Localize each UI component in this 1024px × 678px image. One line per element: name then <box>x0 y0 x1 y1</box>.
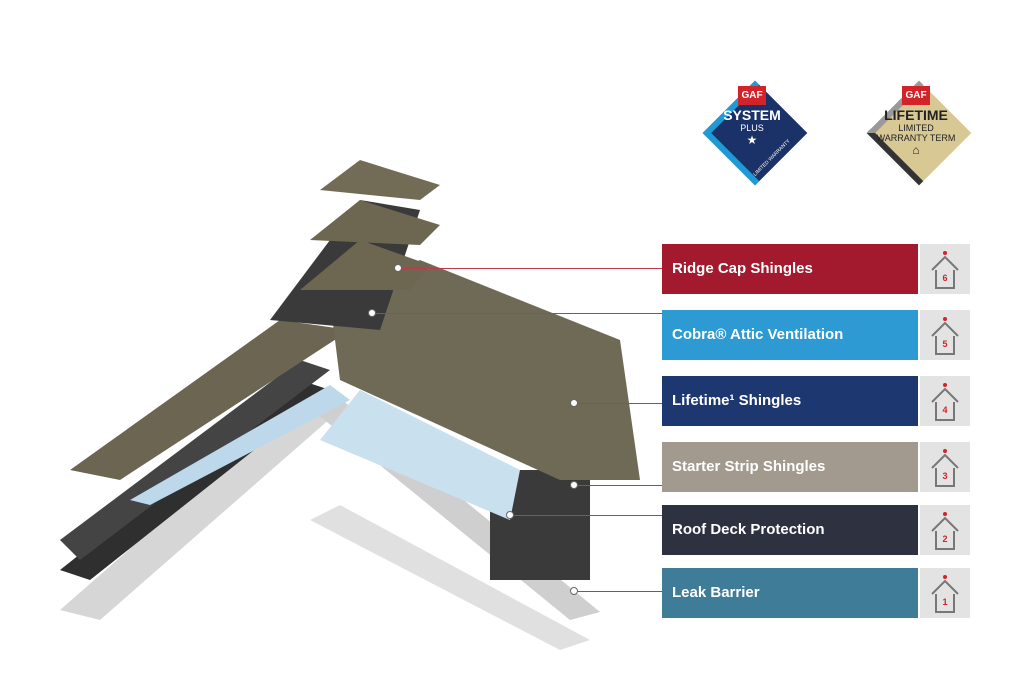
layer-label: Lifetime¹ Shingles <box>662 376 918 426</box>
marker-dot <box>570 481 578 489</box>
house-layer-icon: 3 <box>920 442 970 492</box>
star-icon: ★ <box>746 133 758 147</box>
leader-line-3 <box>574 485 662 486</box>
layer-row: Lifetime¹ Shingles 4 <box>662 376 970 426</box>
house-layer-icon: 5 <box>920 310 970 360</box>
layer-row: Starter Strip Shingles 3 <box>662 442 970 492</box>
layer-number: 2 <box>942 534 948 544</box>
marker-dot <box>506 511 514 519</box>
layer-row: Roof Deck Protection 2 <box>662 505 970 555</box>
marker-dot <box>368 309 376 317</box>
marker-dot <box>570 399 578 407</box>
house-layer-icon: 1 <box>920 568 970 618</box>
layer-label: Cobra® Attic Ventilation <box>662 310 918 360</box>
house-layer-icon: 2 <box>920 505 970 555</box>
layer-number: 3 <box>942 471 948 481</box>
leader-line-6 <box>398 268 662 269</box>
leader-line-2 <box>510 515 662 516</box>
lifetime-badge: GAF LIFETIME LIMITED WARRANTY TERM ⌂ <box>866 80 972 186</box>
marker-dot <box>570 587 578 595</box>
layer-label: Starter Strip Shingles <box>662 442 918 492</box>
house-icon: ⌂ <box>912 143 920 157</box>
layer-number: 4 <box>942 405 948 415</box>
leader-line-4 <box>574 403 662 404</box>
layer-row: Ridge Cap Shingles 6 <box>662 244 970 294</box>
layer-label: Roof Deck Protection <box>662 505 918 555</box>
leader-line-1 <box>574 591 662 592</box>
layer-row: Leak Barrier 1 <box>662 568 970 618</box>
layer-number: 5 <box>942 339 948 349</box>
layer-number: 6 <box>942 273 948 283</box>
leader-line-5 <box>372 313 662 314</box>
layer-label: Leak Barrier <box>662 568 918 618</box>
house-layer-icon: 4 <box>920 376 970 426</box>
gaf-logo: GAF <box>902 86 930 105</box>
marker-dot <box>394 264 402 272</box>
house-layer-icon: 6 <box>920 244 970 294</box>
roof-cutaway-illustration <box>60 160 640 650</box>
system-plus-badge: GAF SYSTEM PLUS ★ LIMITED WARRANTY <box>702 80 808 186</box>
layer-label: Ridge Cap Shingles <box>662 244 918 294</box>
gaf-logo: GAF <box>738 86 766 105</box>
layer-row: Cobra® Attic Ventilation 5 <box>662 310 970 360</box>
layer-number: 1 <box>942 597 948 607</box>
